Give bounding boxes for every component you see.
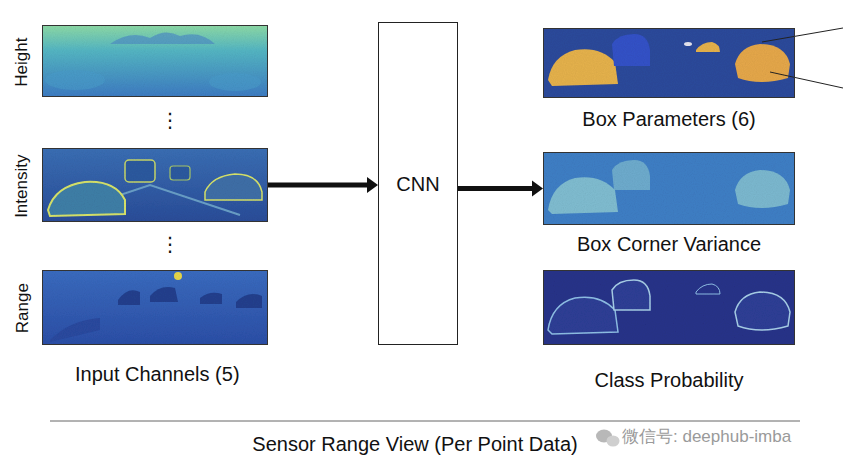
input-channel-panel: Intensity — [42, 148, 268, 222]
output-panel: Box Corner Variance — [543, 152, 795, 225]
channel-label: Height — [13, 37, 33, 86]
input-channel-panel: Height — [42, 25, 268, 97]
box-title: CNN — [396, 172, 439, 196]
flow-arrow — [268, 177, 378, 193]
channel-label: Range — [13, 283, 33, 333]
output-panel: Class Probability — [543, 270, 795, 345]
panel-caption: Box Parameters (6) — [582, 107, 755, 131]
ellipsis-mark: ⋮ — [160, 108, 180, 132]
diagram-caption: Sensor Range View (Per Point Data) — [252, 432, 577, 456]
group-label: Input Channels (5) — [75, 362, 240, 386]
panel-caption: Class Probability — [595, 368, 744, 392]
ellipsis-mark: ⋮ — [160, 232, 180, 256]
cnn-box: CNN — [378, 22, 458, 345]
panel-caption: Box Corner Variance — [577, 232, 761, 256]
flow-arrow — [458, 181, 543, 197]
input-channel-panel: Range — [42, 270, 268, 345]
channel-label: Intensity — [13, 154, 33, 217]
watermark: 微信号: deephub-imba — [622, 427, 791, 447]
output-panel: Box Parameters (6) — [543, 28, 795, 98]
